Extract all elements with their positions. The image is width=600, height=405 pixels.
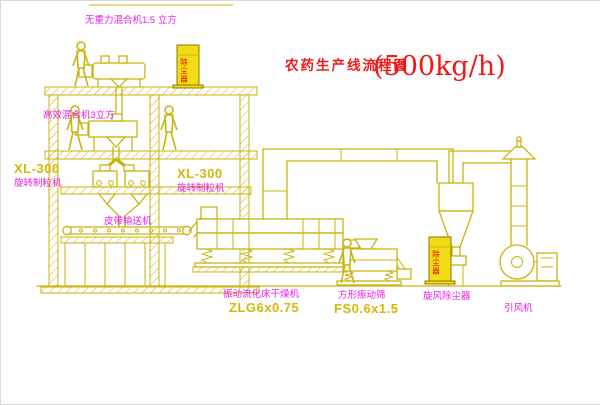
downpipe: [115, 86, 123, 115]
mixer-body: [88, 120, 138, 138]
cap-finial: [516, 140, 522, 148]
fan-base: [500, 280, 560, 287]
exhaust-duct: [262, 148, 454, 220]
top-mixer: [78, 55, 146, 115]
dryer-body: [196, 232, 344, 250]
dryer-hood: [196, 218, 344, 234]
cabinet-right-unit: 除尘器: [424, 236, 456, 285]
mixer-inlet: [118, 55, 128, 64]
sieve-model-label: FS0.6x1.5: [334, 301, 399, 316]
induced-draft-fan: [499, 244, 560, 287]
granulator-cone: [129, 193, 149, 206]
building-column: [48, 94, 59, 287]
top-mixer-label: 无重力混合机1.5 立方: [85, 14, 177, 26]
granulator-left-name: 旋转制粒机: [14, 177, 62, 189]
mixer-legs: [93, 136, 133, 152]
granulator-inlet: [99, 164, 111, 172]
stack-flanges: [511, 185, 527, 227]
cyclone-label: 旋风除尘器: [423, 290, 471, 302]
building-structure: [36, 4, 562, 294]
sieve-name-label: 方形振动筛: [338, 289, 386, 301]
fan-scroll: [499, 244, 535, 280]
cabinet-base: [172, 84, 204, 89]
mixer-discharge: [105, 136, 127, 148]
dryer-springs: [200, 248, 336, 264]
granulator-left-model: XL-300: [14, 161, 60, 176]
cyclone-barrel: [438, 182, 474, 212]
rain-cap: [502, 146, 536, 160]
mixer-inlet: [111, 113, 123, 122]
dryer-foundation: [192, 266, 348, 273]
trestle-platform: [60, 236, 174, 244]
cabinet-top-label: 除尘器: [179, 57, 188, 84]
worker-figure: [160, 105, 178, 151]
granulator-cone: [97, 193, 117, 206]
fan-hub: [511, 256, 523, 268]
dryer-base: [194, 262, 346, 268]
outlet-duct: [448, 150, 512, 164]
duct-inner: [286, 160, 438, 220]
conveyor-rollers: [79, 228, 181, 233]
collecting-hopper: [106, 203, 140, 228]
downpipe: [112, 146, 120, 160]
roof-beam: [44, 86, 258, 96]
mezzanine-beam: [60, 186, 252, 195]
duct-flanges: [263, 149, 398, 192]
duct-outer: [262, 148, 454, 220]
cabinet-top-unit: 除尘器: [172, 44, 204, 89]
conveyor-trestle: [60, 236, 174, 286]
mixer-inlet: [100, 55, 110, 64]
mixer-body: [92, 62, 146, 80]
conveyor-pulley: [62, 225, 72, 236]
cabinet-base: [424, 280, 456, 285]
belt-conveyor-label: 皮带输送机: [104, 215, 152, 227]
sieve-bin: [396, 268, 412, 280]
fan-label: 引风机: [504, 302, 533, 314]
cap-ball: [516, 136, 522, 142]
granulator-body: [124, 170, 150, 188]
cabinet-right-label: 除尘器: [431, 249, 440, 276]
vortex-outlet: [448, 150, 464, 184]
granulator-right-name: 旋转制粒机: [177, 182, 225, 194]
motor-detail: [534, 257, 553, 268]
sieve-base: [336, 280, 402, 286]
granulator-right-model: XL-300: [177, 166, 223, 181]
vibrating-sieve: [336, 238, 412, 286]
mid-mixer-label: 高效混合机3立方: [43, 109, 115, 121]
foundation-hatch: [40, 286, 260, 294]
cyclone-separator: [438, 150, 474, 286]
granulator-body: [92, 170, 118, 188]
fluid-bed-dryer: [192, 206, 360, 273]
second-floor-beam: [44, 150, 258, 160]
stack-tube: [510, 158, 528, 246]
worker-figure: [72, 41, 90, 87]
dryer-model-label: ZLG6x0.75: [229, 300, 299, 315]
drawing-title: 农药生产线流程图: [284, 57, 409, 73]
granulator-inlet: [123, 164, 135, 172]
conveyor-pulley: [182, 225, 192, 236]
dryer-flanges: [216, 219, 336, 249]
cyclone-dropout: [451, 246, 461, 257]
mixer-discharge: [109, 78, 129, 88]
stack-and-cap: [448, 136, 536, 246]
sieve-springs: [343, 270, 395, 282]
dryer-feed-inlet: [200, 206, 218, 220]
mid-mixer: [74, 113, 138, 171]
granulators: [92, 164, 150, 228]
mixer-legs: [97, 78, 141, 88]
trestle-legs: [64, 243, 166, 286]
dryer-name-label: 振动流化床干燥机: [223, 288, 300, 300]
capacity-title: (500kg/h): [373, 51, 506, 82]
